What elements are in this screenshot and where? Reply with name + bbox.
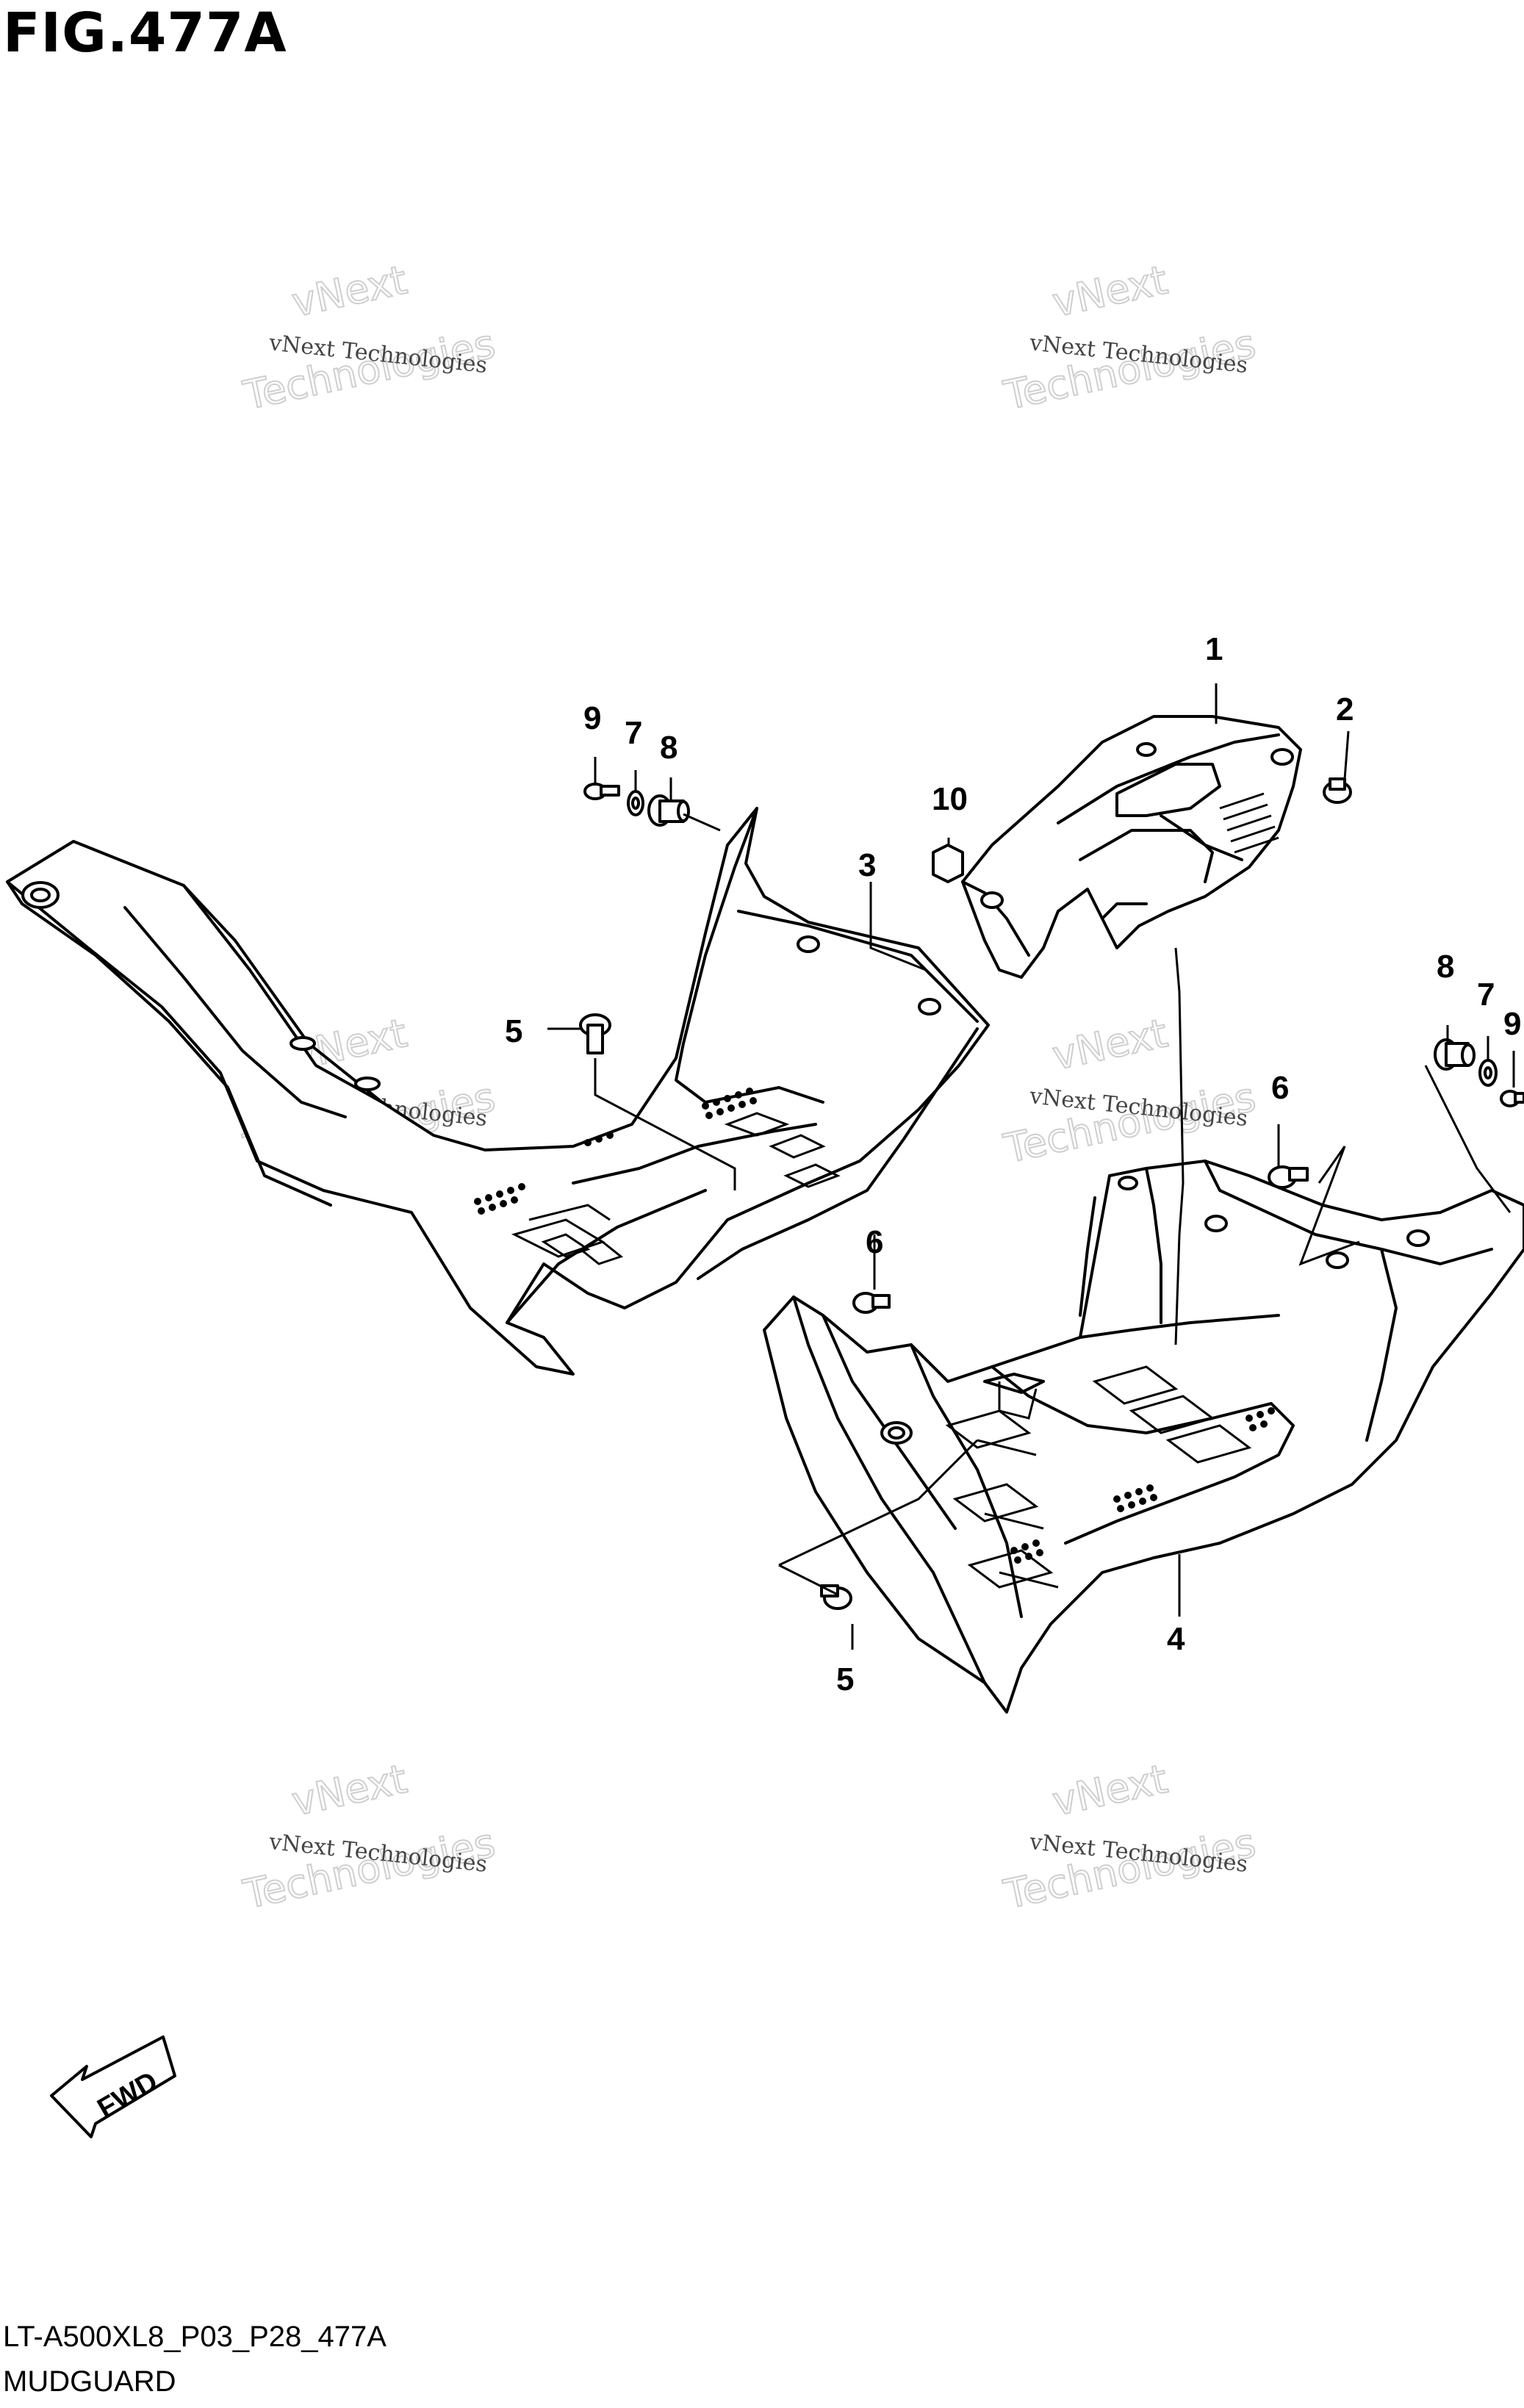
leader-lines <box>547 683 1515 1650</box>
grommet-8-left <box>647 794 690 827</box>
watermark-text-large: vNext <box>288 1755 411 1825</box>
callout-3: 3 <box>858 847 876 883</box>
callout-labels: 1 2 3 4 5 5 6 6 7 7 8 8 9 9 10 <box>505 631 1521 1697</box>
diagram-name: MUDGUARD <box>3 2365 176 2398</box>
callout-6-right: 6 <box>1271 1070 1289 1106</box>
bolt-5-left <box>579 1013 611 1054</box>
callout-4: 4 <box>1167 1621 1185 1657</box>
upper-cover-part <box>961 715 1302 979</box>
callout-5-left: 5 <box>505 1013 522 1049</box>
watermark-text-large: vNext <box>288 256 411 326</box>
watermark: vNext Technologies vNext Technologies <box>999 1009 1260 1173</box>
watermark-text-large: vNext <box>1049 1755 1171 1825</box>
bolt-9-left <box>583 783 620 800</box>
watermark-text-large: vNext <box>1049 1010 1171 1079</box>
tread-dots <box>1010 1407 1275 1564</box>
right-mudguard-part <box>763 1160 1524 1714</box>
figure-title: FIG.477A <box>3 1 287 65</box>
callout-2: 2 <box>1336 691 1354 727</box>
callout-5-right: 5 <box>836 1661 854 1697</box>
bolt-6-left <box>852 1292 891 1314</box>
callout-7-left: 7 <box>625 715 642 751</box>
callout-9-left: 9 <box>583 700 601 736</box>
watermark: vNext Technologies vNext Technologies <box>239 256 500 420</box>
bolt-6-right <box>1268 1165 1309 1189</box>
callout-9-right: 9 <box>1503 1006 1521 1042</box>
washer-7-right <box>1478 1059 1498 1087</box>
bolt-2 <box>1323 777 1352 804</box>
watermark: vNext Technologies vNext Technologies <box>239 1755 500 1919</box>
tread-dots <box>474 1088 757 1215</box>
callout-10: 10 <box>932 781 968 817</box>
washer-7-left <box>627 790 644 816</box>
grommet-8-right <box>1434 1038 1476 1071</box>
bolt-9-right <box>1500 1090 1524 1107</box>
callout-8-right: 8 <box>1437 949 1454 985</box>
callout-1: 1 <box>1205 631 1223 667</box>
diagram-code: LT-A500XL8_P03_P28_477A <box>3 2321 387 2353</box>
fwd-arrow: FWD <box>50 2035 176 2138</box>
watermark: vNext Technologies vNext Technologies <box>999 1755 1260 1919</box>
watermark-text-large: vNext <box>1049 256 1171 326</box>
watermark: vNext Technologies vNext Technologies <box>999 256 1260 420</box>
callout-7-right: 7 <box>1477 977 1495 1013</box>
left-mudguard-part <box>6 807 990 1376</box>
nut-10 <box>932 844 964 883</box>
callout-6-left: 6 <box>866 1224 883 1260</box>
callout-8-left: 8 <box>660 730 677 766</box>
